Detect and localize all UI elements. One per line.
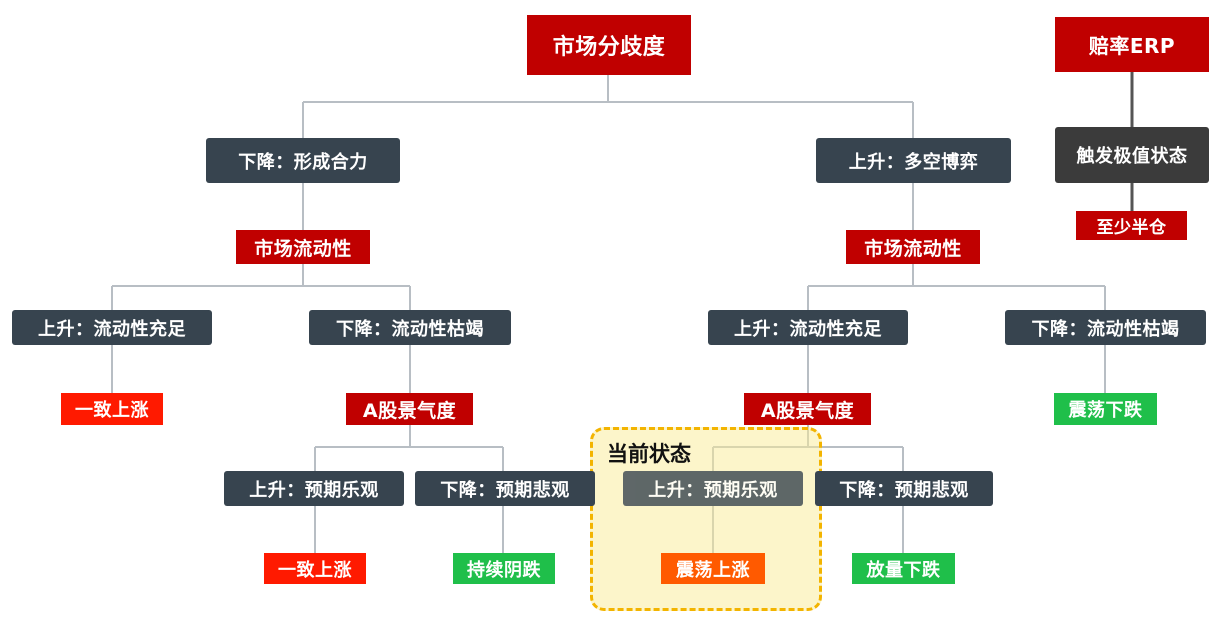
link-left-boom-split xyxy=(314,425,504,471)
right-liquidity-up-node: 上升：流动性充足 xyxy=(708,310,908,345)
left-optimistic-result-node: 一致上涨 xyxy=(264,553,366,584)
right-pessimistic-result-node: 放量下跌 xyxy=(852,553,955,584)
right-optimistic-node: 上升：预期乐观 xyxy=(623,471,803,506)
left-liquidity-node: 市场流动性 xyxy=(236,230,370,264)
erp-node: 赔率ERP xyxy=(1055,17,1209,72)
right-liquidity-down-node: 下降：流动性枯竭 xyxy=(1005,310,1206,345)
link-left-liquidity-split xyxy=(111,264,411,310)
right-optimistic-result-node: 震荡上涨 xyxy=(661,553,765,584)
erp-state-node: 触发极值状态 xyxy=(1055,127,1209,183)
right-liquidity-node: 市场流动性 xyxy=(846,230,980,264)
erp-result-node: 至少半仓 xyxy=(1076,211,1187,240)
current-state-label: 当前状态 xyxy=(607,442,691,466)
right-down-result-node: 震荡下跌 xyxy=(1054,393,1157,425)
left-optimistic-node: 上升：预期乐观 xyxy=(224,471,404,506)
link-right-liquidity-split xyxy=(807,264,1106,310)
left-up-result-node: 一致上涨 xyxy=(61,393,163,425)
right-boom-node: A股景气度 xyxy=(744,393,871,425)
left-boom-node: A股景气度 xyxy=(346,393,473,425)
left-branch-node: 下降：形成合力 xyxy=(206,138,400,183)
left-pessimistic-node: 下降：预期悲观 xyxy=(415,471,595,506)
left-liquidity-up-node: 上升：流动性充足 xyxy=(12,310,212,345)
left-pessimistic-result-node: 持续阴跌 xyxy=(453,553,555,584)
right-pessimistic-node: 下降：预期悲观 xyxy=(815,471,993,506)
right-branch-node: 上升：多空博弈 xyxy=(816,138,1011,183)
root-node: 市场分歧度 xyxy=(527,15,691,75)
link-root xyxy=(302,75,914,138)
left-liquidity-down-node: 下降：流动性枯竭 xyxy=(309,310,511,345)
